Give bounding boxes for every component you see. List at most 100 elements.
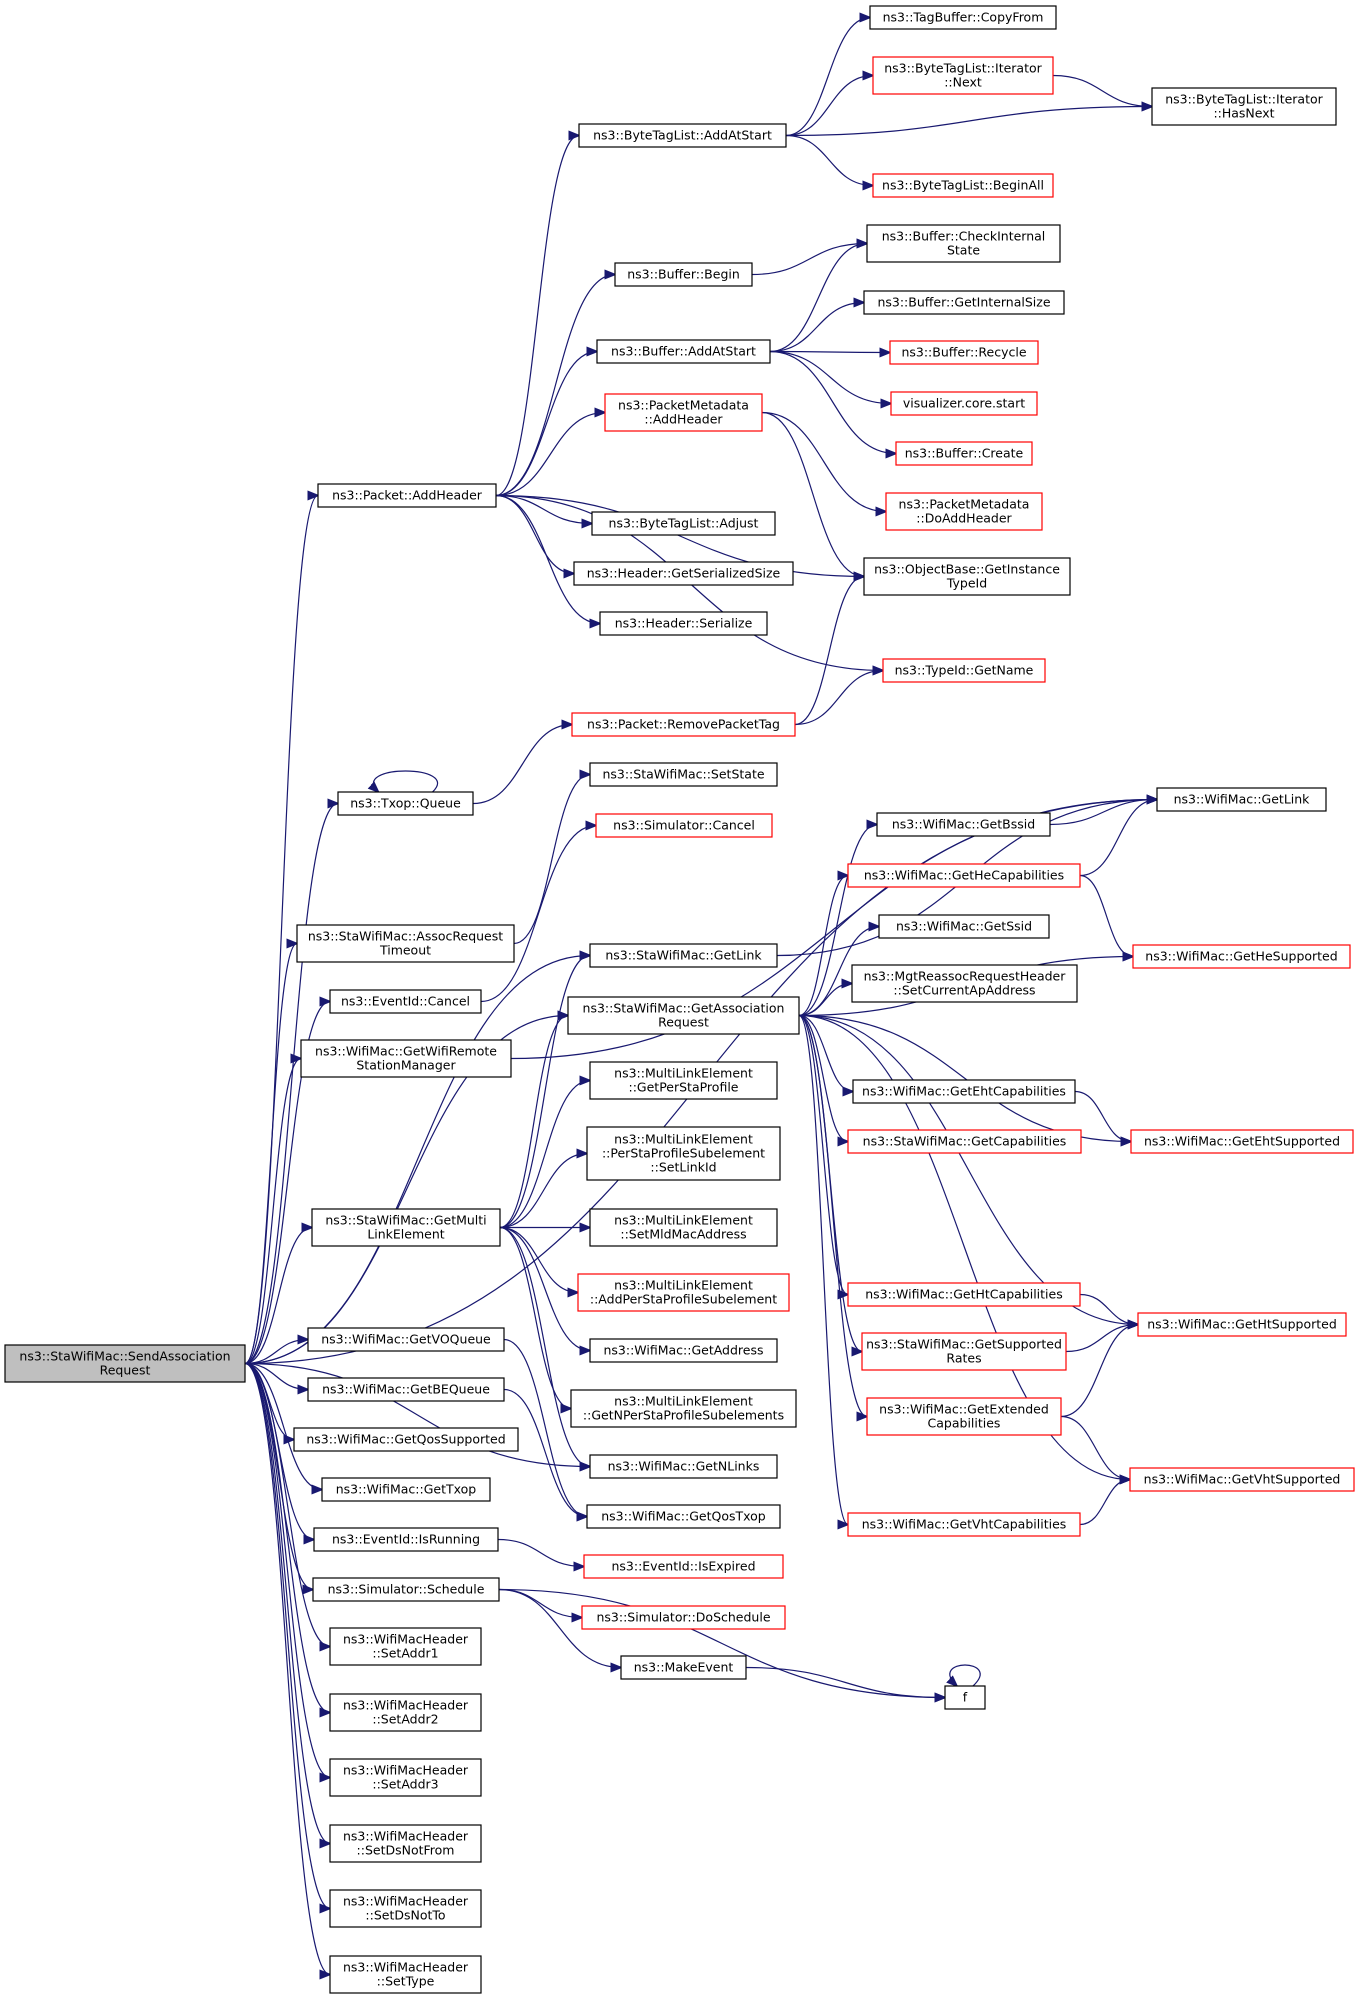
node-box	[863, 290, 1065, 315]
node-label: ns3::StaWifiMac::GetAssociation	[583, 1001, 785, 1016]
node-ns3-buffer-begin[interactable]: ns3::Buffer::Begin	[614, 262, 753, 287]
node-ns3-wifimac-getqossupported[interactable]: ns3::WifiMac::GetQosSupported	[293, 1427, 519, 1452]
node-ns3-buffer-create[interactable]: ns3::Buffer::Create	[895, 441, 1033, 466]
node-ns3-multilinkelement-addperstaprofilesubelement[interactable]: ns3::MultiLinkElement::AddPerStaProfileS…	[577, 1273, 790, 1312]
node-ns3-wifimac-getvhtcapabilities[interactable]: ns3::WifiMac::GetVhtCapabilities	[847, 1512, 1081, 1537]
node-box	[889, 340, 1039, 365]
node-ns3-multilinkelement-getnperstaprofilesubelements[interactable]: ns3::MultiLinkElement::GetNPerStaProfile…	[570, 1389, 797, 1428]
node-ns3-stawifimac-getcapabilities[interactable]: ns3::StaWifiMac::GetCapabilities	[847, 1129, 1082, 1154]
node-ns3-wifimac-gethtsupported[interactable]: ns3::WifiMac::GetHtSupported	[1137, 1312, 1347, 1337]
node-ns3-bytetaglist-iterator-next[interactable]: ns3::ByteTagList::Iterator::Next	[872, 56, 1054, 95]
node-ns3-packetmetadata-addheader[interactable]: ns3::PacketMetadata::AddHeader	[604, 393, 763, 432]
node-ns3-wifimacheader-setdsnotfrom[interactable]: ns3::WifiMacHeader::SetDsNotFrom	[329, 1824, 482, 1863]
node-ns3-simulator-cancel[interactable]: ns3::Simulator::Cancel	[595, 813, 773, 838]
node-ns3-wifimac-getwifiremotestationmanager[interactable]: ns3::WifiMac::GetWifiRemoteStationManage…	[300, 1039, 512, 1078]
node-label: ns3::WifiMac::GetNLinks	[608, 1459, 760, 1474]
node-ns3-wifimac-gethtcapabilities[interactable]: ns3::WifiMac::GetHtCapabilities	[847, 1282, 1081, 1307]
node-ns3-header-serialize[interactable]: ns3::Header::Serialize	[599, 611, 768, 636]
node-ns3-eventid-isexpired[interactable]: ns3::EventId::IsExpired	[583, 1554, 784, 1579]
node-box	[1137, 1312, 1347, 1337]
node-ns3-wifimac-gethecapabilities[interactable]: ns3::WifiMac::GetHeCapabilities	[847, 863, 1081, 888]
node-ns3-buffer-addatstart[interactable]: ns3::Buffer::AddAtStart	[596, 339, 771, 364]
node-ns3-packetmetadata-doaddheader[interactable]: ns3::PacketMetadata::DoAddHeader	[885, 492, 1043, 531]
node-ns3-wifimac-getaddress[interactable]: ns3::WifiMac::GetAddress	[589, 1338, 778, 1363]
node-ns3-multilinkelement-setmldmacaddress[interactable]: ns3::MultiLinkElement::SetMldMacAddress	[589, 1208, 778, 1247]
node-ns3-wifimac-gethesupported[interactable]: ns3::WifiMac::GetHeSupported	[1132, 944, 1351, 969]
node-ns3-wifimacheader-setaddr2[interactable]: ns3::WifiMacHeader::SetAddr2	[329, 1693, 482, 1732]
node-label: ns3::StaWifiMac::GetMulti	[325, 1213, 486, 1228]
node-ns3-simulator-doschedule[interactable]: ns3::Simulator::DoSchedule	[581, 1605, 786, 1630]
node-ns3-txop-queue[interactable]: ns3::Txop::Queue	[337, 791, 474, 816]
node-ns3-typeid-getname[interactable]: ns3::TypeId::GetName	[882, 658, 1046, 683]
node-ns3-wifimac-getvhtsupported[interactable]: ns3::WifiMac::GetVhtSupported	[1129, 1467, 1355, 1492]
node-ns3-wifimac-getvoqueue[interactable]: ns3::WifiMac::GetVOQueue	[307, 1327, 505, 1352]
node-ns3-eventid-isrunning[interactable]: ns3::EventId::IsRunning	[313, 1527, 499, 1552]
edge-ns3-stawifimac-getassociationrequest-to-ns3-wifimac-getvhtcapabilities	[798, 1014, 848, 1525]
edge-ns3-wifimac-gethecapabilities-to-ns3-wifimac-getlink	[1079, 800, 1157, 877]
node-ns3-wifimac-getnlinks[interactable]: ns3::WifiMac::GetNLinks	[589, 1454, 778, 1479]
node-ns3-eventid-cancel[interactable]: ns3::EventId::Cancel	[329, 989, 482, 1014]
node-ns3-tagbuffer-copyfrom[interactable]: ns3::TagBuffer::CopyFrom	[869, 5, 1057, 30]
edge-ns3-stawifimac-getmultilinkelement-to-ns3-multilinkelement-addperstaprofilesubelement	[499, 1226, 578, 1293]
edge-ns3-packet-addheader-to-ns3-header-getserializedsize	[495, 494, 574, 574]
node-ns3-multilinkelement-perstaprofilesubelement-setlinkid[interactable]: ns3::MultiLinkElement::PerStaProfileSube…	[586, 1126, 781, 1181]
edge-ns3-bytetaglist-addatstart-to-ns3-tagbuffer-copyfrom	[785, 18, 870, 137]
node-ns3-mgtreassocrequestheader-setcurrentapaddress[interactable]: ns3::MgtReassocRequestHeader::SetCurrent…	[851, 964, 1078, 1003]
node-ns3-wifimac-getssid[interactable]: ns3::WifiMac::GetSsid	[878, 914, 1050, 939]
node-ns3-buffer-getinternalsize[interactable]: ns3::Buffer::GetInternalSize	[863, 290, 1065, 315]
edge-ns3-packet-addheader-to-ns3-objectbase-getinstancetypeid	[495, 494, 864, 577]
node-visualizer-core-start[interactable]: visualizer.core.start	[890, 391, 1038, 416]
node-ns3-wifimacheader-settype[interactable]: ns3::WifiMacHeader::SetType	[329, 1955, 482, 1994]
node-box	[589, 1338, 778, 1363]
node-box	[577, 1273, 790, 1312]
node-ns3-header-getserializedsize[interactable]: ns3::Header::GetSerializedSize	[573, 561, 794, 586]
node-box	[595, 813, 773, 838]
node-ns3-bytetaglist-adjust[interactable]: ns3::ByteTagList::Adjust	[591, 511, 776, 536]
edge-ns3-stawifimac-sendassociationrequest-to-ns3-wifimac-getqossupported	[244, 1362, 294, 1440]
edge-ns3-stawifimac-assocrequesttimeout-to-ns3-stawifimac-setstate	[513, 775, 590, 945]
node-ns3-wifimacheader-setaddr3[interactable]: ns3::WifiMacHeader::SetAddr3	[329, 1758, 482, 1797]
node-ns3-bytetaglist-addatstart[interactable]: ns3::ByteTagList::AddAtStart	[578, 123, 787, 148]
node-label: ::HasNext	[1213, 106, 1274, 121]
node-ns3-bytetaglist-beginall[interactable]: ns3::ByteTagList::BeginAll	[872, 173, 1054, 198]
node-box	[866, 224, 1061, 263]
node-ns3-multilinkelement-getperstaprofile[interactable]: ns3::MultiLinkElement::GetPerStaProfile	[589, 1061, 778, 1100]
node-label: ns3::WifiMac::GetBssid	[892, 817, 1035, 832]
edge-ns3-txop-queue-to-ns3-packet-removepackettag	[472, 725, 572, 805]
node-ns3-wifimac-getehtcapabilities[interactable]: ns3::WifiMac::GetEhtCapabilities	[852, 1079, 1076, 1104]
node-ns3-wifimac-getbequeue[interactable]: ns3::WifiMac::GetBEQueue	[307, 1377, 505, 1402]
node-box	[573, 561, 794, 586]
node-ns3-packet-addheader[interactable]: ns3::Packet::AddHeader	[317, 483, 497, 508]
node-ns3-wifimac-getlink[interactable]: ns3::WifiMac::GetLink	[1156, 787, 1327, 812]
edge-ns3-txop-queue-to-ns3-txop-queue	[373, 770, 439, 792]
node-ns3-buffer-recycle[interactable]: ns3::Buffer::Recycle	[889, 340, 1039, 365]
node-ns3-bytetaglist-iterator-hasnext[interactable]: ns3::ByteTagList::Iterator::HasNext	[1151, 87, 1337, 126]
node-box	[589, 1454, 778, 1479]
node-ns3-makeevent[interactable]: ns3::MakeEvent	[620, 1655, 747, 1680]
edge-ns3-bytetaglist-addatstart-to-ns3-bytetaglist-beginall	[785, 134, 873, 186]
node-ns3-stawifimac-setstate[interactable]: ns3::StaWifiMac::SetState	[589, 762, 778, 787]
node-label: ns3::ByteTagList::AddAtStart	[593, 128, 772, 143]
node-ns3-packet-removepackettag[interactable]: ns3::Packet::RemovePacketTag	[571, 712, 796, 737]
edge-ns3-stawifimac-getmultilinkelement-to-ns3-multilinkelement-getnperstaprofilesubelements	[499, 1226, 571, 1409]
node-ns3-wifimac-getqostxop[interactable]: ns3::WifiMac::GetQosTxop	[586, 1504, 781, 1529]
edge-ns3-buffer-addatstart-to-visualizer-core-start	[769, 350, 891, 404]
node-ns3-wifimacheader-setaddr1[interactable]: ns3::WifiMacHeader::SetAddr1	[329, 1627, 482, 1666]
node-ns3-wifimac-gettxop[interactable]: ns3::WifiMac::GetTxop	[321, 1477, 491, 1502]
node-f[interactable]: f	[944, 1685, 986, 1710]
edge-ns3-stawifimac-sendassociationrequest-to-ns3-stawifimac-assocrequesttimeout	[244, 944, 297, 1365]
node-ns3-stawifimac-getlink[interactable]: ns3::StaWifiMac::GetLink	[589, 943, 778, 968]
node-ns3-wifimac-getehtsupported[interactable]: ns3::WifiMac::GetEhtSupported	[1130, 1129, 1354, 1154]
node-ns3-simulator-schedule[interactable]: ns3::Simulator::Schedule	[312, 1577, 500, 1602]
node-ns3-wifimacheader-setdsnotto[interactable]: ns3::WifiMacHeader::SetDsNotTo	[329, 1889, 482, 1928]
node-label: ns3::StaWifiMac::SetState	[602, 767, 764, 782]
node-ns3-wifimac-getbssid[interactable]: ns3::WifiMac::GetBssid	[876, 812, 1051, 837]
